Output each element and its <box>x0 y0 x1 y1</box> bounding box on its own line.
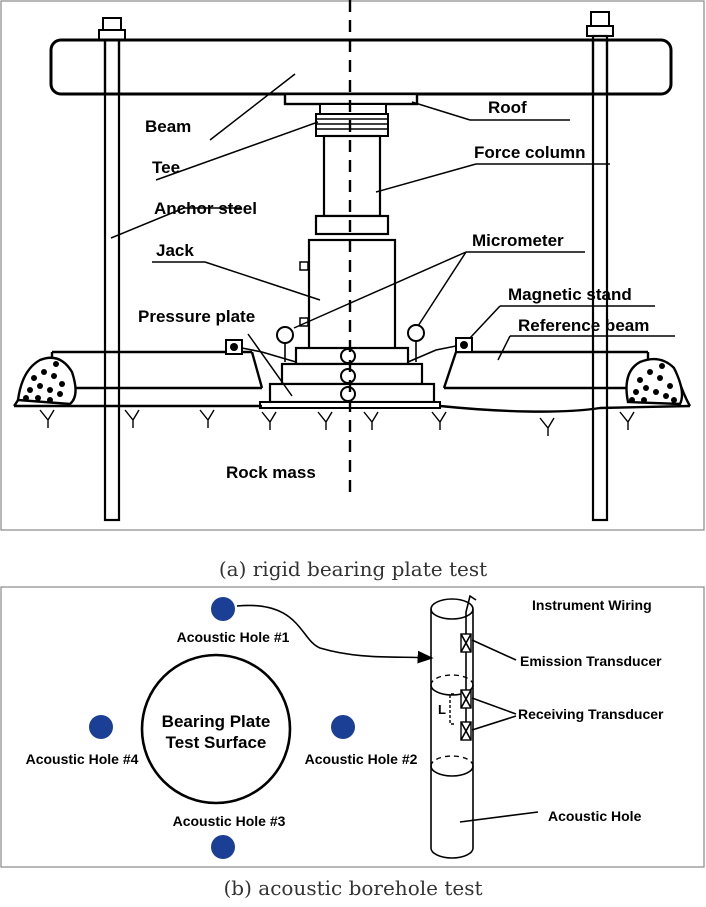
reference-beam-left <box>50 350 264 390</box>
label-force-column: Force column <box>474 143 585 162</box>
beam-shape <box>49 38 673 96</box>
instrument-wiring-line <box>465 594 477 634</box>
label-roof: Roof <box>488 98 527 117</box>
acoustic-hole-2-dot <box>331 715 355 739</box>
reference-beam-right <box>442 350 650 390</box>
label-tee: Tee <box>152 158 180 177</box>
force-column-shape <box>322 134 382 218</box>
micrometer-right <box>407 324 425 362</box>
caption-b: (b) acoustic borehole test <box>224 876 483 900</box>
panel-a-border <box>0 0 705 531</box>
label-micrometer: Micrometer <box>472 231 564 250</box>
label-beam: Beam <box>145 117 191 136</box>
label-emission-transducer: Emission Transducer <box>520 653 662 669</box>
rock-hatches <box>39 409 635 436</box>
label-pressure-plate: Pressure plate <box>138 307 255 326</box>
bearing-plate-label-1: Bearing Plate <box>162 712 271 731</box>
acoustic-hole-3-dot <box>211 835 235 859</box>
connection-arrow <box>236 604 434 664</box>
leader-lines <box>110 73 675 397</box>
caption-a: (a) rigid bearing plate test <box>219 557 487 581</box>
acoustic-hole-3-label: Acoustic Hole #3 <box>173 813 286 829</box>
bearing-plate-label-2: Test Surface <box>166 733 267 752</box>
label-jack: Jack <box>156 241 194 260</box>
panel-b: Bearing Plate Test Surface Acoustic Hole… <box>0 586 705 868</box>
panel-a: Roof Beam Tee Force column Anchor steel … <box>0 0 705 531</box>
acoustic-hole-4-label: Acoustic Hole #4 <box>26 751 139 767</box>
acoustic-hole-1-label: Acoustic Hole #1 <box>177 629 290 645</box>
micrometer-left <box>276 326 294 362</box>
tee-shape <box>315 113 389 137</box>
emission-transducer-shape <box>460 633 472 653</box>
acoustic-hole-2-label: Acoustic Hole #2 <box>305 751 418 767</box>
acoustic-hole-1-dot <box>211 597 235 621</box>
label-instrument-wiring: Instrument Wiring <box>532 597 652 613</box>
spacing-label: L <box>438 702 446 717</box>
jack-shape <box>307 238 397 352</box>
label-receiving-transducer: Receiving Transducer <box>518 706 664 722</box>
rubble-left <box>16 356 77 406</box>
label-rock-mass: Rock mass <box>226 463 316 482</box>
label-magnetic-stand: Magnetic stand <box>508 285 632 304</box>
acoustic-hole-4-dot <box>89 715 113 739</box>
label-anchor-steel: Anchor steel <box>154 199 257 218</box>
anchor-steel-right <box>586 11 614 522</box>
rubble-right <box>625 357 684 406</box>
bearing-plate-circle <box>140 653 292 805</box>
receiving-transducer-shape <box>460 689 472 741</box>
label-reference-beam: Reference beam <box>518 316 649 335</box>
panel-b-border <box>0 586 705 868</box>
label-acoustic-hole: Acoustic Hole <box>548 808 642 824</box>
borehole-cylinder <box>430 598 474 859</box>
